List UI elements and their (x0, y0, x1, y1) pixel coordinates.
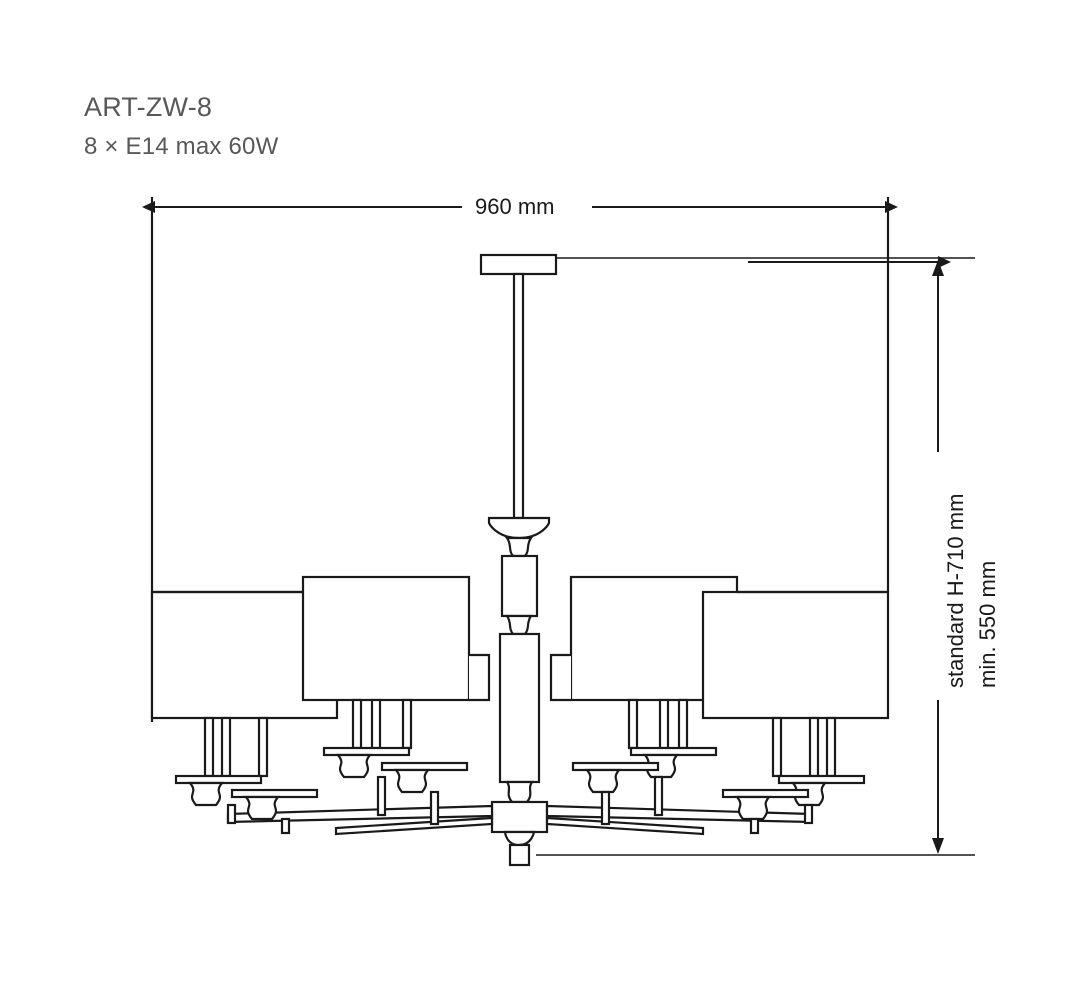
arm-riser-right-inner-a (653, 775, 664, 817)
candle-cup-left-inner-b (393, 768, 431, 794)
candle-stem-right-inner-c (677, 698, 689, 750)
arrow-up-icon (932, 260, 944, 276)
shade-outer-right (701, 590, 890, 720)
arm-riser-left-inner2 (280, 817, 291, 835)
candle-cup-left-outer-a (187, 781, 225, 807)
dimension-lines (142, 197, 975, 856)
suspension-rod (512, 272, 525, 520)
column-bottom-pinch (504, 780, 535, 804)
shade-inner-left-notch (469, 653, 491, 702)
column-upper-body (500, 554, 539, 618)
bulb-specification: 8 × E14 max 60W (84, 133, 279, 161)
candle-stem-right-inner-a (627, 698, 639, 750)
candle-stem-right-outer-b (808, 716, 820, 778)
arm-riser-right-outer-b (749, 817, 760, 835)
candle-stem-left-inner-b (370, 698, 382, 750)
arrow-down-icon (932, 838, 944, 854)
candle-stem-left-outer-c (257, 716, 269, 778)
arm-left-inner (334, 816, 494, 836)
candle-stem-left-inner-a (351, 698, 363, 750)
candle-stem-left-outer-a (203, 716, 215, 778)
candle-stem-right-outer-a (771, 716, 783, 778)
chandelier-geometry (150, 253, 890, 867)
arm-riser-left-inner-a (376, 775, 387, 817)
shade-inner-left (301, 575, 471, 702)
candle-cup-right-inner-b (584, 768, 622, 794)
candle-stem-right-inner-b (658, 698, 670, 750)
column-lower-body (498, 632, 541, 784)
candle-stem-left-outer-b (220, 716, 232, 778)
shade-inner-right-notch (549, 653, 571, 702)
candle-stem-right-outer-c (825, 716, 837, 778)
hub-base-dome (503, 830, 536, 847)
upper-pinch-connector (504, 536, 534, 558)
arm-riser-right-outer (803, 803, 814, 825)
upper-bowl (487, 516, 551, 540)
arm-right-inner (545, 816, 705, 836)
arm-riser-left-outer (226, 803, 237, 825)
arm-riser-right-inner-b (600, 790, 611, 826)
height-standard-label: standard H-710 mm (943, 493, 968, 688)
title-block: ART-ZW-8 8 × E14 max 60W (84, 90, 278, 162)
candle-cup-right-outer-b (734, 795, 772, 821)
candle-cup-left-inner-a (335, 753, 373, 779)
lower-pinch-connector (504, 614, 534, 636)
candle-stem-left-inner-c (401, 698, 413, 750)
finial (508, 843, 531, 867)
width-dimension-label: 960 mm (466, 194, 564, 220)
height-min-label: min. 550 mm (975, 560, 1000, 688)
arm-riser-left-inner-b (429, 790, 440, 826)
candle-cup-left-outer-b (243, 795, 281, 821)
central-hub (490, 800, 549, 834)
ceiling-canopy (479, 253, 558, 276)
model-code: ART-ZW-8 (84, 92, 213, 122)
